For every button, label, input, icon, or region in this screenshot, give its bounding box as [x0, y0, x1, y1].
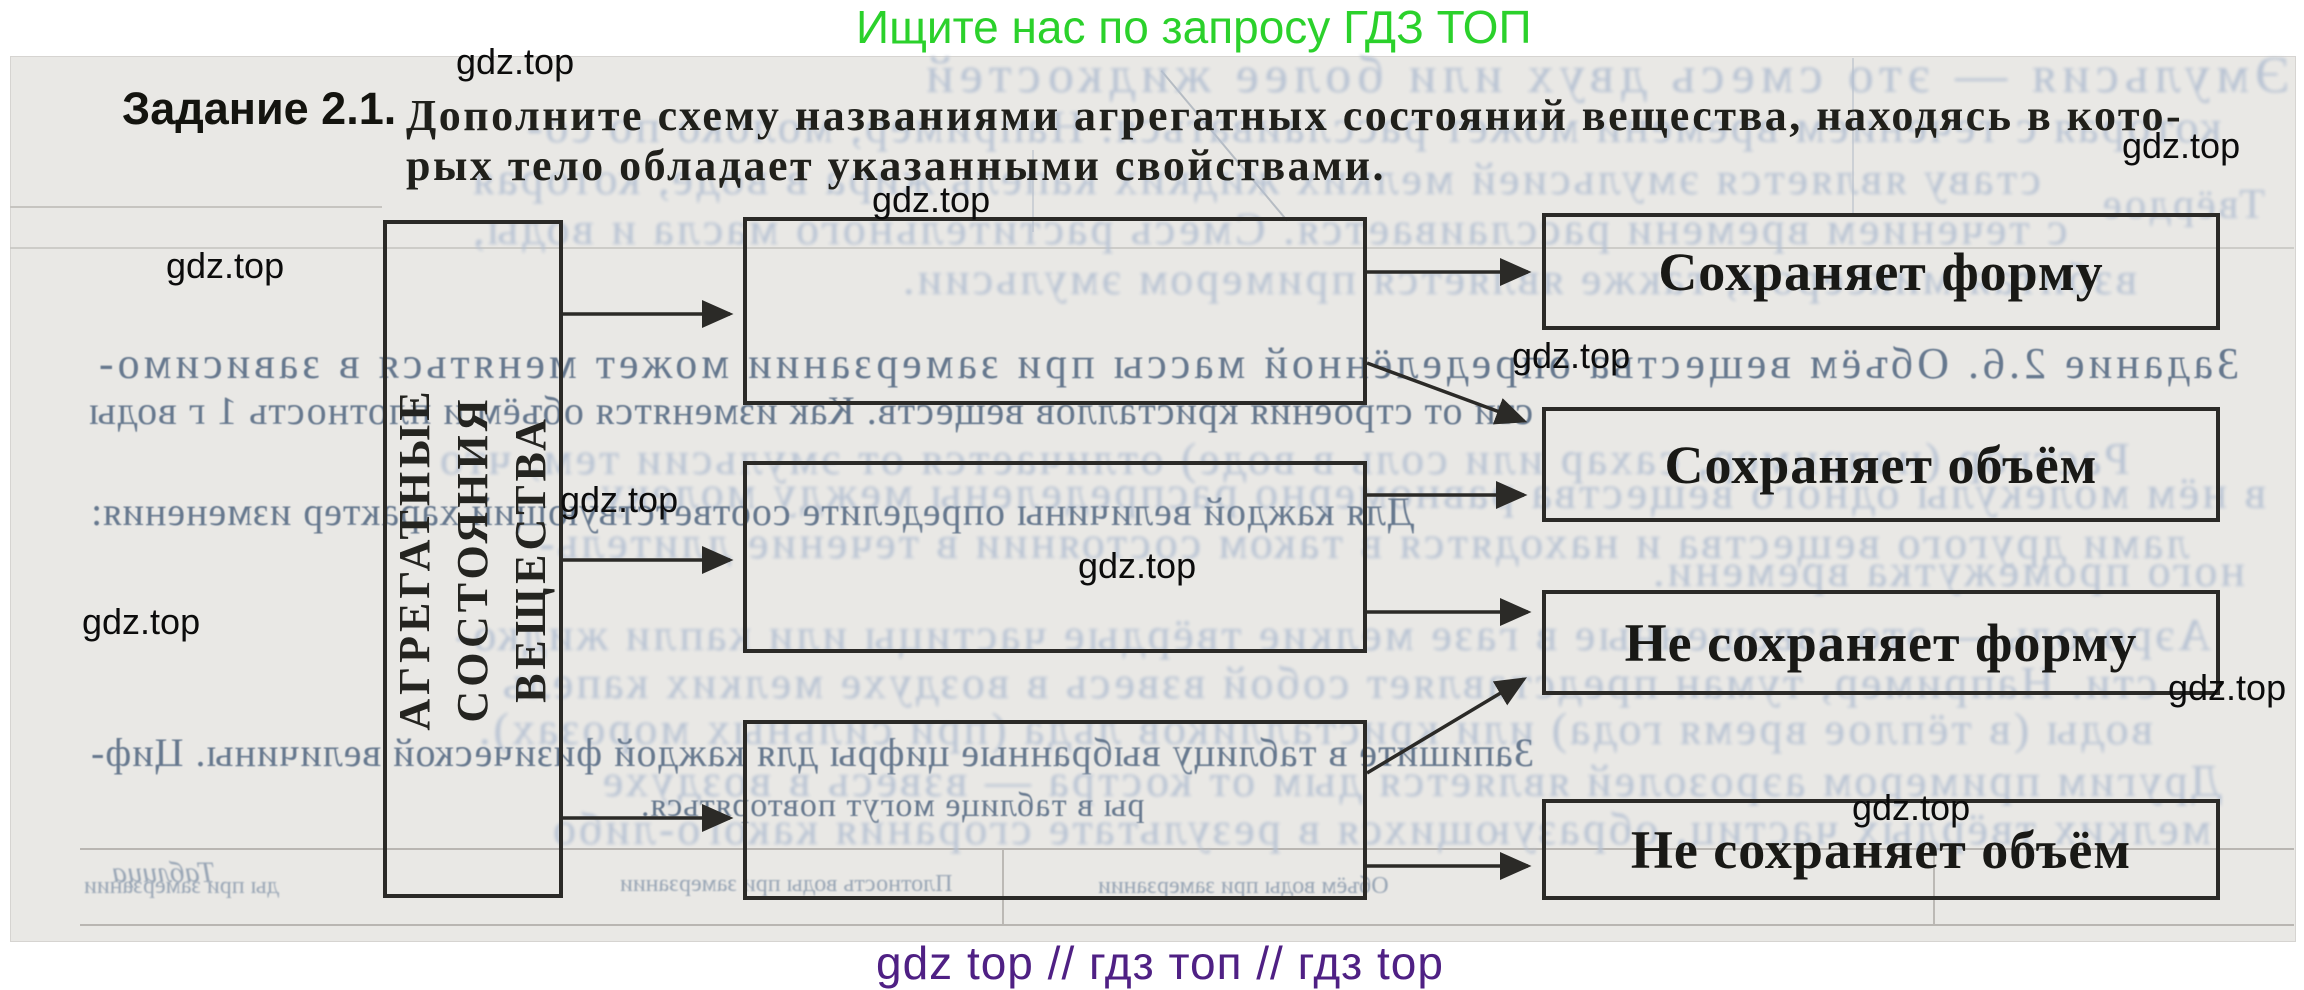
property-box-1-label: Сохраняет форму [1658, 241, 2104, 302]
watermark-text: gdz.top [560, 479, 679, 520]
watermark-text: gdz.top [1512, 335, 1631, 376]
property-box-2: Сохраняет объём [1542, 407, 2220, 522]
task-text-line-1: Дополните схему названиями агрегатных со… [406, 91, 2184, 140]
watermark-text: gdz.top [2122, 125, 2241, 166]
watermark-text: gdz.top [1078, 545, 1197, 586]
page-scan [10, 56, 2296, 942]
watermark-text: gdz.top [166, 245, 285, 286]
states-box-label-line1: АГРЕГАТНЫЕ СОСТОЯНИЯ [390, 387, 497, 731]
property-box-1: Сохраняет форму [1542, 213, 2220, 330]
watermark-text: gdz.top [82, 601, 201, 642]
watermark-text: gdz.top [456, 41, 575, 82]
property-box-4-label: Не сохраняет объём [1630, 819, 2132, 880]
states-box [383, 220, 563, 898]
property-box-4: Не сохраняет объём [1542, 799, 2220, 900]
watermark-text: gdz.top [2168, 667, 2287, 708]
seo-footer: gdz top // гдз топ // гдз top [876, 937, 1444, 989]
task-number: Задание 2.1. [122, 83, 397, 134]
property-box-3-label: Не сохраняет форму [1624, 612, 2138, 673]
watermark-text: gdz.top [1852, 787, 1971, 828]
states-box-label: АГРЕГАТНЫЕ СОСТОЯНИЯ ВЕЩЕСТВА [383, 220, 563, 898]
watermark-text: gdz.top [872, 179, 991, 220]
promo-banner: Ищите нас по запросу ГДЗ ТОП [856, 1, 1532, 53]
task-text-line-2: рых тело обладает указанными свойствами. [406, 141, 1386, 190]
states-box-label-line2: ВЕЩЕСТВА [506, 415, 555, 703]
answer-box-2 [743, 461, 1367, 653]
answer-box-1 [743, 217, 1367, 405]
property-box-2-label: Сохраняет объём [1664, 434, 2098, 495]
property-box-3: Не сохраняет форму [1542, 590, 2220, 695]
answer-box-3 [743, 720, 1367, 900]
